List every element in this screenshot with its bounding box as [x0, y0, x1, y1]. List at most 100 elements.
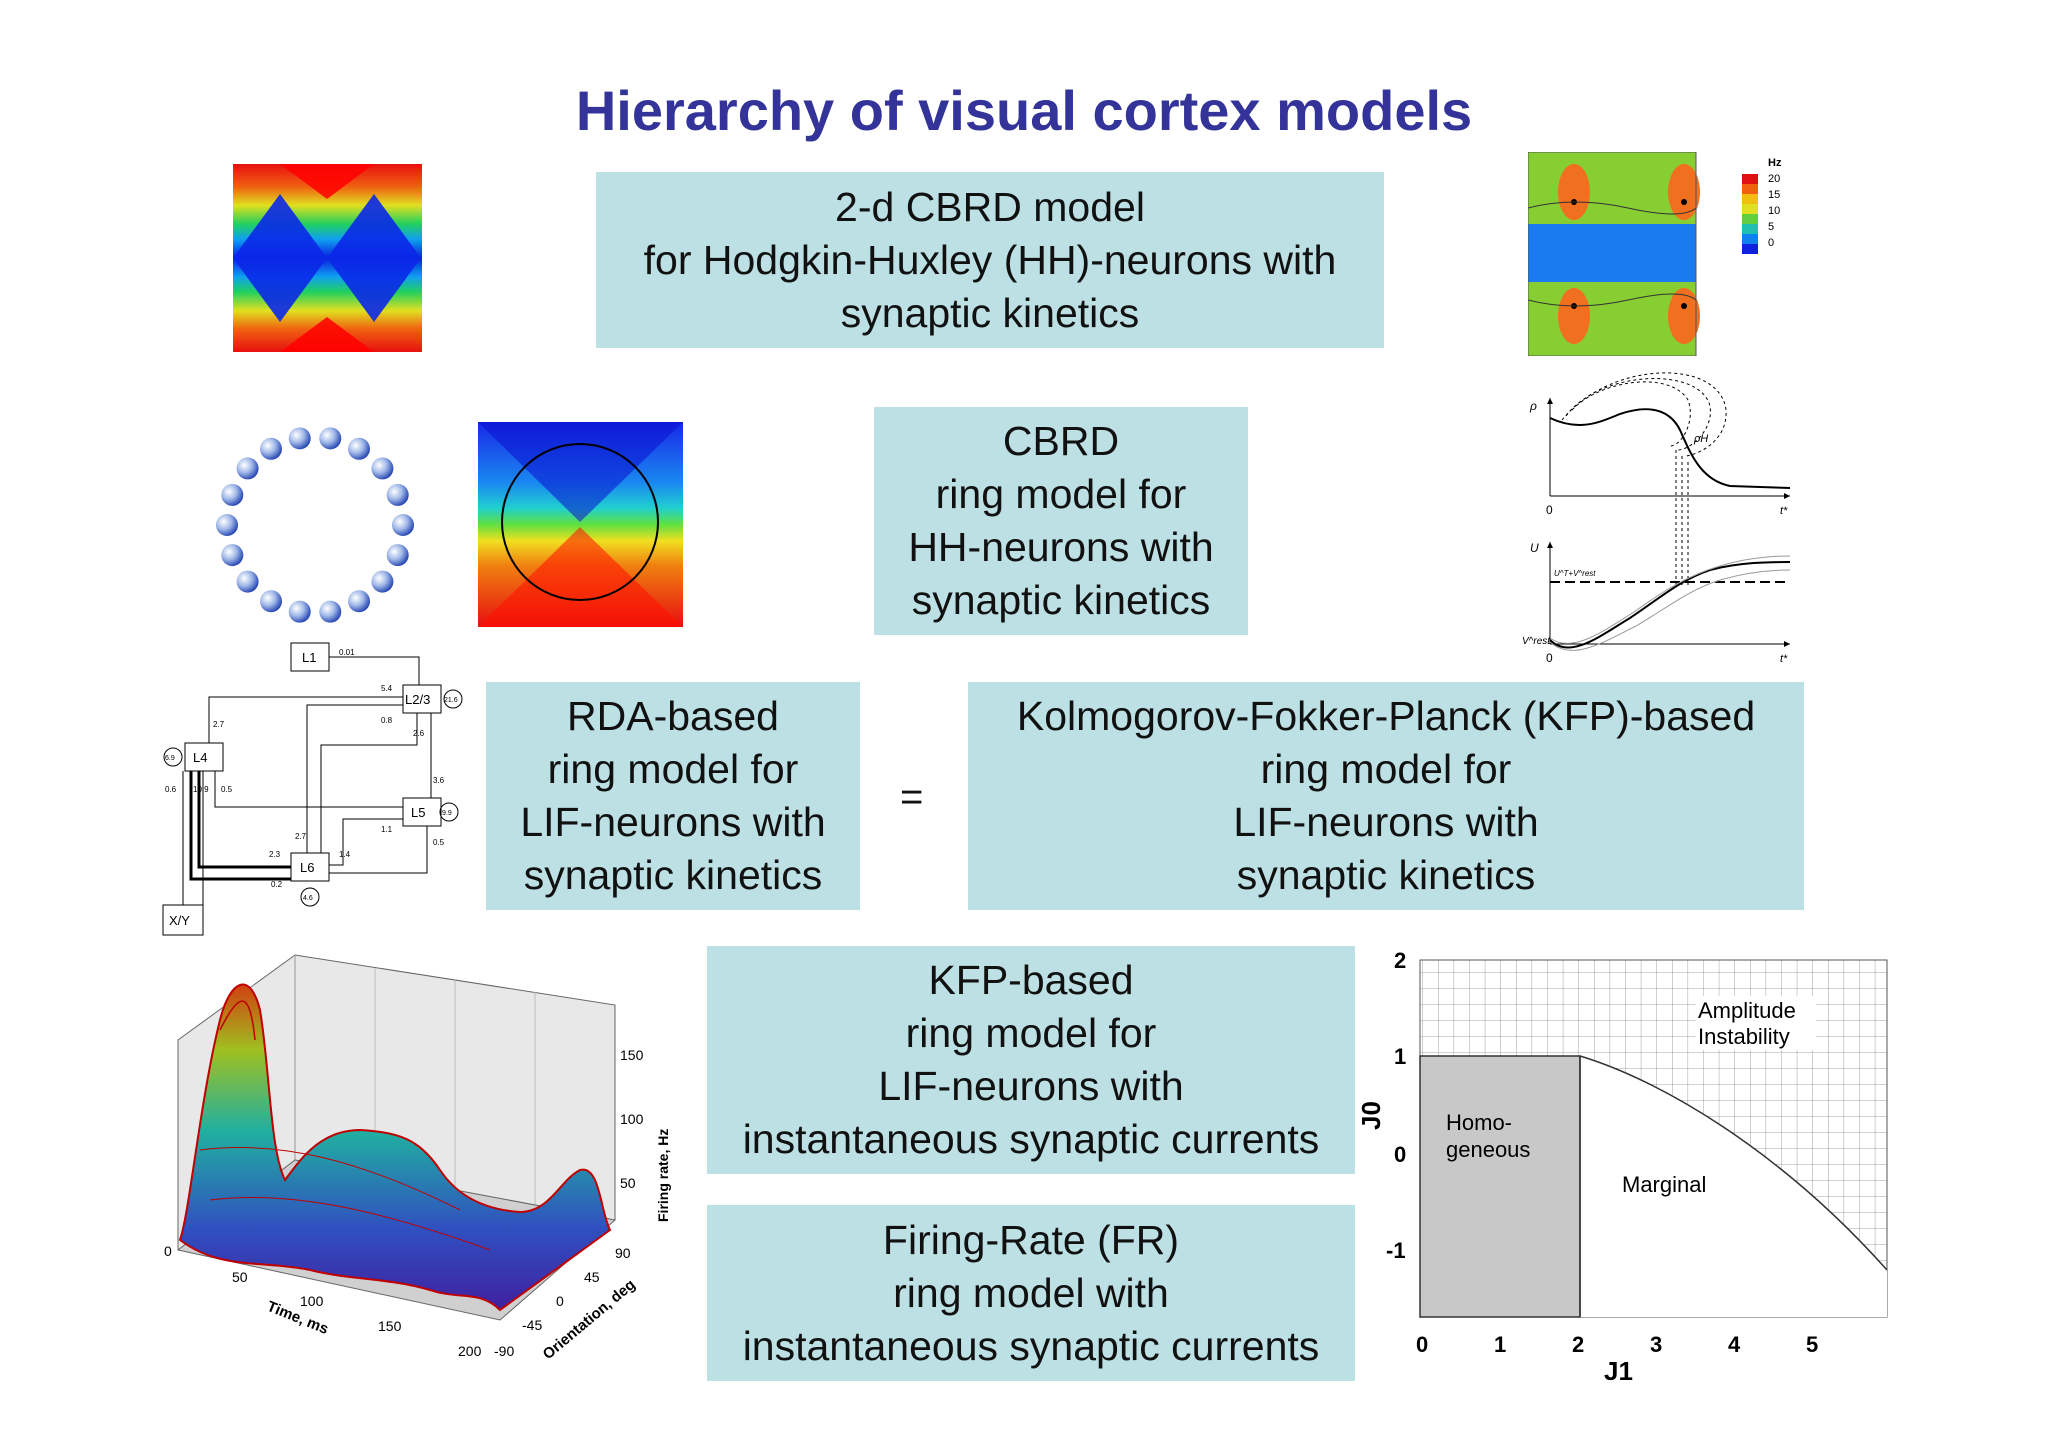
y-axis-label: Orientation, deg	[540, 1276, 639, 1363]
x-axis-label: J1	[1604, 1356, 1633, 1380]
tstar-label: t*	[1780, 505, 1788, 517]
u-label: U	[1530, 541, 1539, 555]
y-tick: 1	[1394, 1044, 1406, 1069]
x-tick: 100	[300, 1293, 324, 1309]
box-rda-ring: RDA-based ring model for LIF-neurons wit…	[486, 682, 860, 910]
colorbar-tick: 5	[1768, 221, 1774, 233]
layer-label: L5	[411, 805, 425, 820]
weight-label: 0.6	[165, 785, 177, 794]
firing-rate-surface-plot: 150 100 50 Firing rate, Hz 0 50 100 150 …	[164, 954, 671, 1363]
x-tick: 0	[164, 1243, 172, 1259]
equals-sign: =	[900, 775, 924, 819]
y-tick: 90	[615, 1245, 631, 1261]
weight-label: 6.9	[165, 755, 175, 762]
x-tick: 4	[1728, 1332, 1741, 1357]
x-tick: 1	[1494, 1332, 1506, 1357]
neuron-node	[371, 457, 394, 480]
rhoH-label: ρH	[1693, 433, 1708, 445]
x-tick: 150	[378, 1318, 402, 1334]
y-tick: 2	[1394, 948, 1406, 973]
weight-label: 2.7	[295, 832, 307, 841]
y-tick: -45	[522, 1317, 542, 1333]
y-tick: -90	[494, 1343, 514, 1359]
box-2d-cbrd: 2-d CBRD model for Hodgkin-Huxley (HH)-n…	[596, 172, 1384, 348]
neuron-node	[319, 600, 342, 623]
weight-label: 9.9	[442, 810, 452, 817]
weight-label: 3.6	[433, 776, 445, 785]
neuron-node	[348, 590, 370, 613]
neuron-node	[236, 570, 259, 593]
zero-label: 0	[1546, 503, 1553, 517]
neuron-node	[288, 427, 311, 450]
cortical-layers-diagram: L1 L2/3 L4 L5 L6 X/Y 0.01 5.4 0.8 2.6 21…	[162, 642, 463, 936]
box-cbrd-ring: CBRD ring model for HH-neurons with syna…	[874, 407, 1248, 635]
layer-label: L4	[193, 750, 207, 765]
neuron-node	[319, 427, 342, 450]
box-firing-rate: Firing-Rate (FR) ring model with instant…	[707, 1205, 1355, 1381]
weight-label: 1.1	[381, 825, 393, 834]
neuron-node	[288, 600, 311, 623]
weight-label: 21.6	[444, 697, 458, 704]
weight-label: 2.3	[269, 850, 281, 859]
x-tick: 2	[1572, 1332, 1584, 1357]
contour-map-2d: Hz 20 15 10 5 0	[1528, 152, 1782, 356]
neuron-node	[260, 437, 282, 460]
neuron-node	[386, 544, 409, 567]
tstar-label: t*	[1780, 653, 1788, 665]
rho-label: ρ	[1529, 399, 1537, 413]
layer-label: L2/3	[405, 692, 430, 707]
x-tick: 0	[1416, 1332, 1428, 1357]
weight-label: 0.01	[339, 648, 355, 657]
layer-label: L1	[302, 650, 316, 665]
ring-heatmap	[478, 422, 683, 627]
weight-label: 0.5	[433, 838, 445, 847]
weight-label: 0.8	[381, 716, 393, 725]
layer-label: L6	[300, 860, 314, 875]
layer-label: X/Y	[169, 913, 190, 928]
z-tick: 150	[620, 1047, 644, 1063]
region-marginal: Marginal	[1622, 1172, 1706, 1197]
x-tick: 200	[458, 1343, 482, 1359]
slide-title: Hierarchy of visual cortex models	[575, 79, 1473, 142]
z-tick: 100	[620, 1111, 644, 1127]
threshold-label: U^T+V^rest	[1554, 569, 1596, 578]
neuron-node	[221, 483, 244, 506]
neuron-node	[386, 483, 409, 506]
vrest-label: V^rest	[1522, 636, 1551, 647]
region-amplitude-instability: Amplitude	[1698, 998, 1796, 1023]
colorbar-unit: Hz	[1768, 157, 1782, 169]
weight-label: 5.4	[381, 684, 393, 693]
neuron-node	[371, 570, 394, 593]
box-kfp-ring: Kolmogorov-Fokker-Planck (KFP)-based rin…	[968, 682, 1804, 910]
z-axis-label: Firing rate, Hz	[655, 1129, 671, 1222]
y-tick: 45	[584, 1269, 600, 1285]
weight-label: 0.2	[271, 880, 283, 889]
x-tick: 3	[1650, 1332, 1662, 1357]
y-tick: -1	[1386, 1238, 1406, 1263]
phase-diagram: 2 1 0 -1 J0 0 1 2 3 4 5 J1 Homo- geneous…	[1360, 948, 1888, 1380]
neuron-node	[260, 590, 282, 613]
y-tick: 0	[556, 1293, 564, 1309]
box-kfp-instantaneous: KFP-based ring model for LIF-neurons wit…	[707, 946, 1355, 1174]
density-voltage-plot: ρ 0 t* ρH U U^T+V^rest V^rest 0 t*	[1522, 372, 1791, 665]
z-tick: 50	[620, 1175, 636, 1191]
weight-label: 2.6	[413, 729, 425, 738]
neuron-node	[392, 514, 414, 536]
zero-label: 0	[1546, 651, 1553, 665]
weight-label: 1.4	[339, 850, 351, 859]
colorbar-tick: 10	[1768, 205, 1780, 217]
y-axis-label: J0	[1360, 1101, 1386, 1130]
x-tick: 5	[1806, 1332, 1818, 1357]
colorbar-tick: 20	[1768, 173, 1780, 185]
region-homogeneous: Homo-	[1446, 1110, 1512, 1135]
neuron-node	[236, 457, 259, 480]
neuron-ring-illustration	[216, 427, 414, 623]
neuron-node	[216, 514, 238, 536]
heatmap-2d-pattern	[233, 164, 422, 352]
region-homogeneous: geneous	[1446, 1137, 1530, 1162]
neuron-node	[348, 437, 370, 460]
weight-label: 2.7	[213, 720, 225, 729]
colorbar-tick: 0	[1768, 237, 1774, 249]
region-amplitude-instability: Instability	[1698, 1024, 1790, 1049]
y-tick: 0	[1394, 1142, 1406, 1167]
